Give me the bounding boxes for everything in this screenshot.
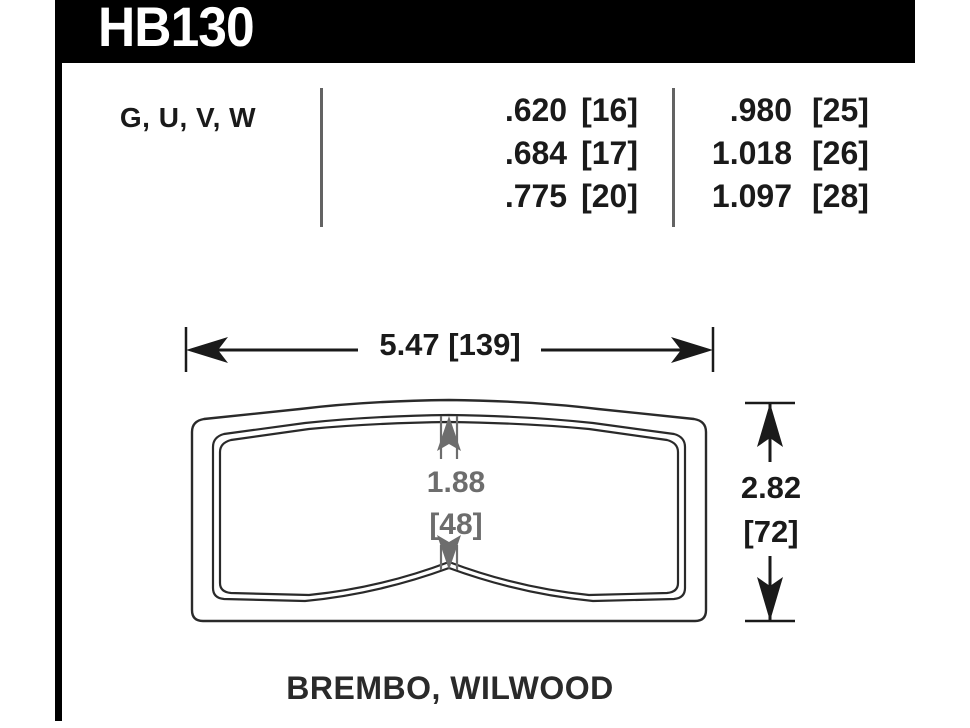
overall-mm: [28] (812, 178, 869, 214)
height-arrow-up-icon (757, 403, 783, 447)
table-row: .684 [17] (330, 135, 666, 178)
thickness-mm: [17] (581, 135, 638, 171)
overall-mm: [26] (812, 135, 869, 171)
thickness-inch: .620 (504, 92, 568, 128)
overall-thickness-column: .980 [25] 1.018 [26] 1.097 [28] (682, 92, 915, 221)
table-row: 1.097 [28] (682, 178, 915, 221)
pad-height-label: 1.88 [48] (398, 462, 514, 546)
pad-height-inch: 1.88 (426, 466, 486, 499)
height-arrow-down-icon (757, 577, 783, 621)
thickness-mm: [20] (581, 178, 638, 214)
thickness-inch: .684 (504, 135, 568, 171)
spec-table: G, U, V, W .620 [16] .684 [17] .775 [20]… (62, 86, 915, 231)
pad-height-arrow-up-icon (437, 416, 461, 451)
height-dimension-inch: 2.82 (740, 470, 802, 505)
width-dimension-label: 5.47 [139] (379, 327, 521, 362)
height-dimension-label: 2.82 [72] (716, 466, 826, 554)
overall-inch: 1.018 (711, 135, 792, 171)
table-row: 1.018 [26] (682, 135, 915, 178)
width-arrow-right-icon (671, 337, 713, 363)
table-row: .980 [25] (682, 92, 915, 135)
overall-mm: [25] (812, 92, 869, 128)
left-border-rule (55, 63, 62, 721)
overall-inch: .980 (729, 92, 792, 128)
page-title: HB130 (98, 0, 255, 58)
width-arrow-left-icon (186, 337, 228, 363)
thickness-mm: [16] (581, 92, 638, 128)
spec-divider-1 (320, 88, 323, 227)
height-dimension-mm: [72] (743, 514, 799, 549)
thickness-inch: .775 (504, 178, 568, 214)
table-row: .620 [16] (330, 92, 666, 135)
spec-divider-2 (672, 88, 675, 227)
applications-label: BREMBO, WILWOOD (286, 670, 614, 706)
overall-inch: 1.097 (711, 178, 792, 214)
pad-height-mm: [48] (429, 508, 483, 541)
table-row: .775 [20] (330, 178, 666, 221)
compound-codes: G, U, V, W (119, 102, 257, 133)
header-bar (55, 0, 915, 63)
thickness-column: .620 [16] .684 [17] .775 [20] (330, 92, 666, 221)
